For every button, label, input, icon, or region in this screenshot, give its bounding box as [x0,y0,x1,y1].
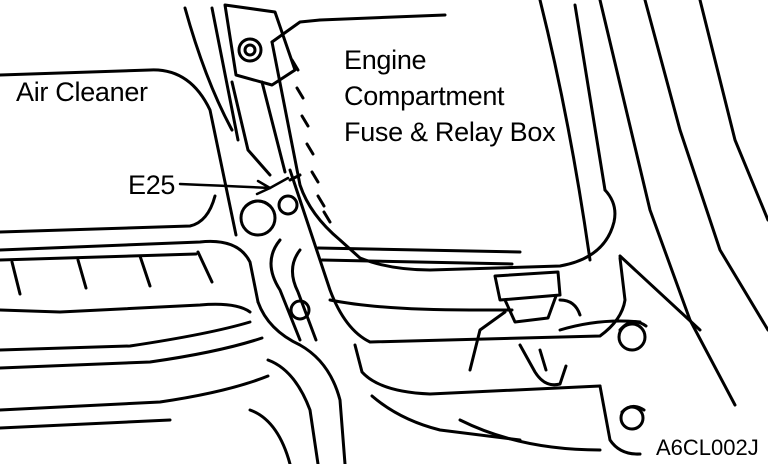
air-cleaner-drawing [0,6,270,430]
fuse-relay-box-drawing [270,0,768,407]
bracket-drawing [223,3,299,237]
air-cleaner-label: Air Cleaner [16,77,148,107]
fuse-box-label-line-3: Fuse & Relay Box [344,117,556,147]
fuse-box-label-line-1: Engine [344,45,427,75]
e25-leader-arrow [178,176,290,196]
lower-engine-drawing [248,238,648,464]
fuse-box-label-line-2: Compartment [344,81,505,111]
figure-code: A6CL002J [656,435,759,460]
connector-e25-label: E25 [128,170,176,200]
